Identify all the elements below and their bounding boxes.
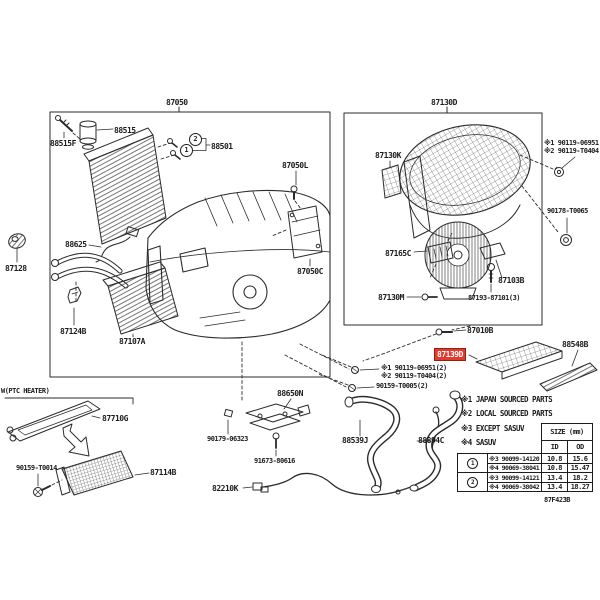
- part-label-87130K: 87130K: [375, 151, 401, 160]
- note-japan-sourced: ※1 JAPAN SOURCED PARTS: [461, 395, 553, 404]
- heater-pipes-sketch: [51, 252, 129, 289]
- screw-87010B-sketch: [362, 325, 471, 362]
- fastener-label-90159T0014: 90159-T0014: [16, 464, 57, 472]
- direction-arrow: [62, 423, 90, 457]
- ptc-element-87114B-sketch: [55, 450, 150, 496]
- part-label-87193: 87193-87101(3): [468, 294, 521, 302]
- heater-core-87107A-sketch: [102, 261, 179, 338]
- size-table: SIZE (mm) ID OD 1 2 ※3 90099-14120 ※4 90…: [457, 423, 594, 493]
- part-label-87710G: 87710G: [102, 414, 128, 423]
- part-label-88650N: 88650N: [277, 389, 303, 398]
- part-label-87130M: 87130M: [378, 293, 404, 302]
- size-table-title: SIZE (mm): [541, 423, 593, 441]
- grommet-87128-sketch: [8, 233, 26, 263]
- fastener-label-right-2: ※2 90119-T0404: [544, 147, 599, 155]
- part-label-88515: 88515: [114, 126, 136, 135]
- part-label-82210K: 82210K: [212, 484, 238, 493]
- bracket-87130K-sketch: [381, 155, 431, 239]
- assembly-title-87050: 87050: [166, 98, 188, 107]
- ptc-section-bracket: [4, 397, 134, 405]
- part-label-88501: 88501: [211, 142, 233, 151]
- right-assembly-box: [343, 112, 543, 326]
- size-table-group-1: 1: [457, 453, 488, 473]
- part-label-87050C: 87050C: [297, 267, 323, 276]
- size-table-part-3: ※4 90069-38042: [487, 482, 542, 492]
- part-label-87114B: 87114B: [150, 468, 176, 477]
- fastener-mid-screws-sketch: [317, 354, 380, 392]
- fastener-right-nut-sketch: [521, 185, 572, 246]
- fastener-right-screw-sketch: [519, 154, 576, 177]
- fastener-label-90179: 90179-06323: [207, 435, 248, 443]
- valve-screws-88501-sketch: [167, 138, 211, 160]
- amplifier-88650N-sketch: [241, 341, 350, 431]
- note-local-sourced: ※2 LOCAL SOURCED PARTS: [461, 409, 553, 418]
- part-label-88515F: 88515F: [50, 139, 76, 148]
- part-label-87128: 87128: [5, 264, 27, 273]
- part-label-88894C: 88894C: [418, 436, 444, 445]
- size-table-col-od: OD: [567, 440, 593, 454]
- screw-87193-sketch: [487, 263, 495, 293]
- fastener-label-right-1: ※1 90119-06951: [544, 139, 599, 147]
- hvac-unit-sketch: [145, 189, 331, 339]
- bolt-88515F-sketch: [55, 115, 81, 140]
- hose-88894C-sketch: [409, 390, 464, 492]
- assembly-title-87130D: 87130D: [431, 98, 457, 107]
- part-label-87124B: 87124B: [60, 327, 86, 336]
- ptc-frame-87710G-sketch: [6, 400, 101, 442]
- part-label-88625: 88625: [65, 240, 87, 249]
- part-label-87103B: 87103B: [498, 276, 524, 285]
- note-except-sasuv: ※3 EXCEPT SASUV: [461, 424, 525, 433]
- expansion-valve-88515-sketch: [79, 120, 114, 150]
- size-table-col-id: ID: [541, 440, 568, 454]
- fastener-label-90178: 90178-T0065: [547, 207, 588, 215]
- part-label-87165C: 87165C: [385, 249, 411, 258]
- blower-housing-sketch: [399, 124, 531, 239]
- fastener-label-mid-1: ※1 90119-06951(2): [381, 364, 447, 372]
- part-label-87139D-highlighted: 87139D: [434, 348, 466, 361]
- fastener-label-mid-2: ※2 90119-T0404(2): [381, 372, 447, 380]
- callout-2-badge: 2: [467, 476, 478, 488]
- resistor-87165C-sketch: [413, 232, 454, 279]
- nut-90179-sketch: [223, 408, 234, 435]
- section-heading-ptc: W(PTC HEATER): [1, 387, 50, 395]
- callout-2-badge: 2: [189, 133, 202, 146]
- hose-88539J-sketch: [344, 395, 401, 493]
- flange-87103B-sketch: [479, 242, 506, 279]
- screw-91673-sketch: [272, 432, 280, 457]
- callout-1-badge: 1: [180, 144, 193, 157]
- harness-82210K-sketch: [242, 406, 440, 496]
- figure-code: 87F423B: [544, 496, 571, 504]
- screw-90159T0014-sketch: [33, 473, 63, 497]
- size-table-od-3: 18.27: [567, 482, 593, 492]
- part-label-87010B: 87010B: [467, 326, 493, 335]
- part-label-88539J: 88539J: [342, 436, 368, 445]
- servo-87050C-sketch: [271, 170, 323, 267]
- fastener-label-91673: 91673-80616: [254, 457, 295, 465]
- size-table-group-2: 2: [457, 472, 488, 492]
- fastener-label-90159T0005: 90159-T0005(2): [376, 382, 429, 390]
- size-table-id-3: 13.4: [541, 482, 568, 492]
- strip-88548B-sketch: [539, 349, 598, 392]
- screw-87130M-sketch: [406, 293, 438, 301]
- blower-motor-87103-sketch: [424, 221, 492, 300]
- part-label-87107A: 87107A: [119, 337, 145, 346]
- callout-1-badge: 1: [467, 457, 478, 469]
- cabin-filter-sketch: [468, 341, 563, 380]
- pipe-clamp-87124B-sketch: [67, 281, 82, 326]
- note-sasuv: ※4 SASUV: [461, 438, 496, 447]
- part-label-88548B: 88548B: [562, 340, 588, 349]
- part-label-87050L: 87050L: [282, 161, 308, 170]
